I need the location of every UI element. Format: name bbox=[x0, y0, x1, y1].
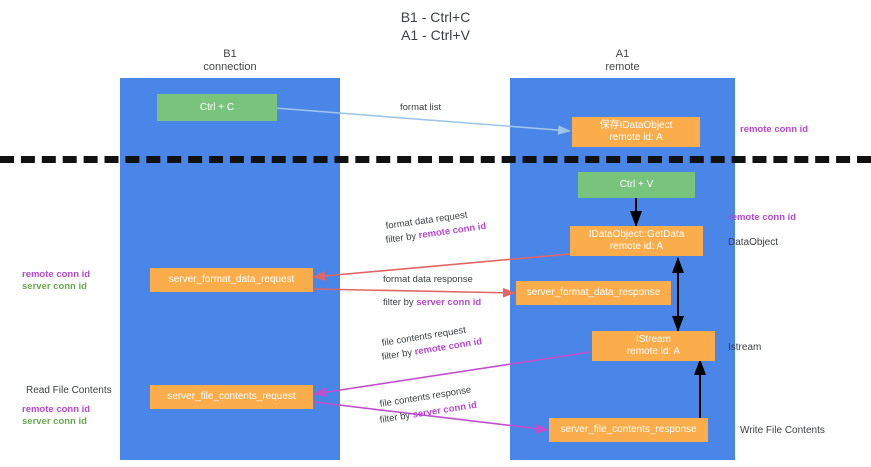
annotation-remote-conn-id-top: remote conn id bbox=[740, 124, 809, 135]
annotation-read-file-contents: Read File Contents bbox=[26, 385, 112, 396]
annotation-left-remote-conn-id-2: remote conn id bbox=[22, 404, 91, 415]
arrow-format-data-response bbox=[312, 287, 516, 298]
filter-prefix: filter by bbox=[385, 230, 420, 246]
node-ctrl-c[interactable]: Ctrl + C bbox=[157, 94, 277, 121]
node-istream[interactable]: IStream remote id: A bbox=[592, 331, 715, 361]
edge-label-format-data-response-group: format data response filter by server co… bbox=[383, 274, 481, 309]
node-server-file-contents-request[interactable]: server_file_contents_request bbox=[150, 385, 313, 409]
node-idataobject-line1: 保存IDataObject bbox=[599, 120, 673, 131]
node-server-file-contents-request-label: server_file_contents_request bbox=[167, 391, 296, 402]
filter-prefix: filter by bbox=[379, 409, 414, 426]
edge-label-file-contents-response-group: file contents response filter by server … bbox=[379, 385, 478, 427]
annotation-write-file-contents: Write File Contents bbox=[740, 425, 825, 436]
node-ctrl-c-label: Ctrl + C bbox=[199, 101, 235, 113]
annotation-remote-conn-id-mid: remote conn id bbox=[728, 212, 797, 223]
filter-key-server-conn-id: server conn id bbox=[416, 297, 482, 308]
node-ctrl-v[interactable]: Ctrl + V bbox=[578, 172, 695, 198]
node-istream-line2: remote id: A bbox=[626, 346, 681, 357]
node-server-file-contents-response-label: server_file_contents_response bbox=[560, 424, 697, 435]
filter-prefix: filter by bbox=[383, 297, 417, 308]
node-server-format-data-request-label: server_format_data_request bbox=[168, 274, 295, 285]
node-idataobject[interactable]: 保存IDataObject remote id: A bbox=[572, 117, 700, 147]
edge-label-format-data-response-filter: filter by server conn id bbox=[383, 297, 481, 309]
node-server-format-data-request[interactable]: server_format_data_request bbox=[150, 268, 313, 292]
annotation-left-remote-conn-id: remote conn id bbox=[22, 269, 91, 280]
annotation-left-server-conn-id-2: server conn id bbox=[22, 416, 87, 427]
column-header-left: B1 connection bbox=[203, 48, 257, 73]
node-server-format-data-response[interactable]: server_format_data_response bbox=[516, 281, 671, 305]
node-getdata[interactable]: IDataObject::GetData remote id: A bbox=[570, 226, 703, 256]
node-idataobject-line2: remote id: A bbox=[609, 132, 663, 143]
edge-label-format-data-response: format data response bbox=[383, 274, 473, 285]
arrow-format-data-request bbox=[312, 253, 571, 281]
edge-label-format-list: format list bbox=[400, 102, 442, 113]
annotation-dataobject: DataObject bbox=[728, 237, 779, 248]
edge-label-format-data-request-group: format data request filter by remote con… bbox=[385, 210, 487, 247]
node-ctrl-v-label: Ctrl + V bbox=[619, 179, 654, 190]
node-getdata-line2: remote id: A bbox=[609, 241, 664, 252]
node-getdata-line1: IDataObject::GetData bbox=[588, 229, 685, 240]
arrow-format-list bbox=[274, 107, 571, 135]
annotation-left-server-conn-id: server conn id bbox=[22, 281, 87, 292]
phase-divider bbox=[0, 156, 871, 163]
arrow-file-contents-request bbox=[313, 351, 591, 397]
arrow-file-contents-response bbox=[313, 401, 549, 434]
column-header-right: A1 remote bbox=[605, 48, 640, 73]
node-server-format-data-response-label: server_format_data_response bbox=[526, 287, 661, 298]
annotation-istream: Istream bbox=[728, 342, 762, 353]
node-istream-line1: IStream bbox=[635, 334, 671, 345]
page-title: B1 - Ctrl+C A1 - Ctrl+V bbox=[400, 9, 471, 43]
edge-label-file-contents-request-group: file contents request filter by remote c… bbox=[381, 325, 483, 364]
node-server-file-contents-response[interactable]: server_file_contents_response bbox=[549, 418, 708, 442]
